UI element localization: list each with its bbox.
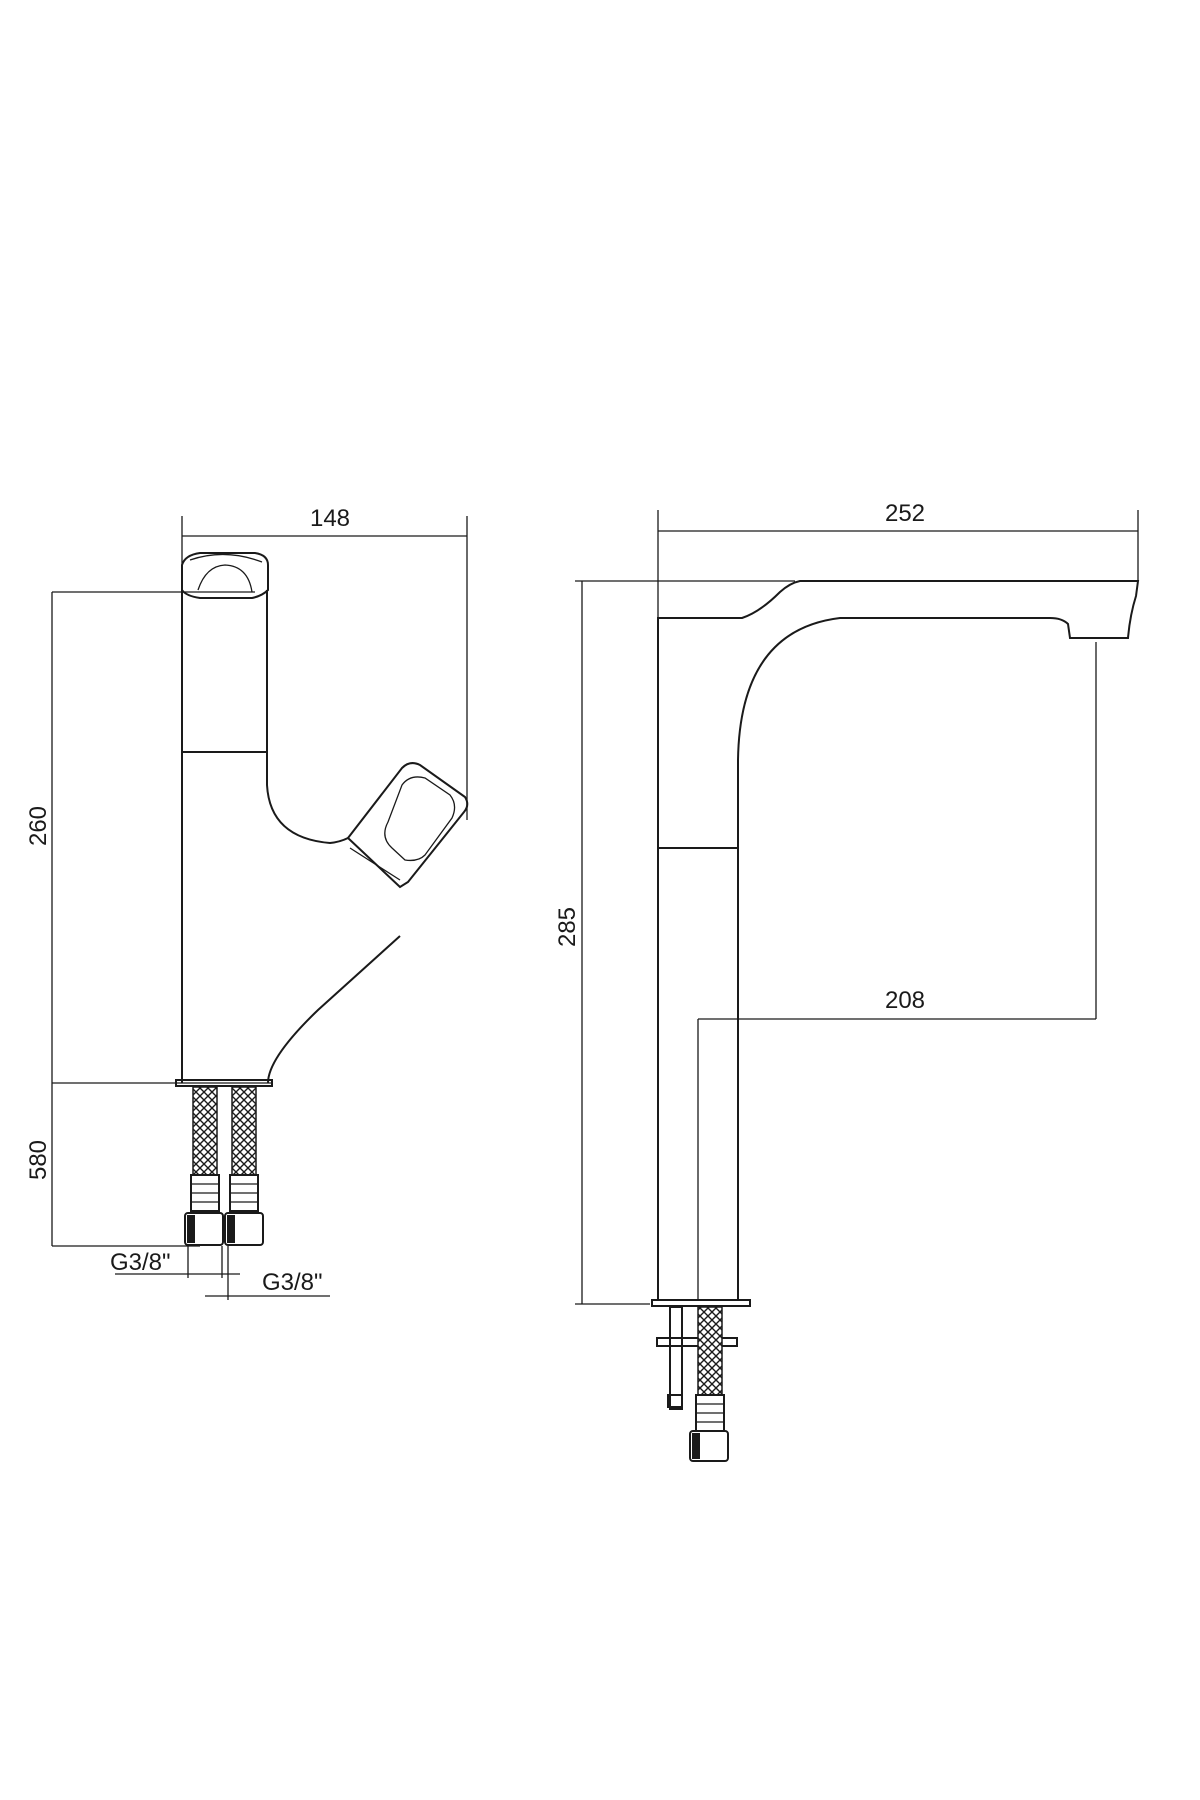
thread-dimensions: G3/8" G3/8" (110, 1246, 330, 1300)
dimension-260: 260 (25, 591, 272, 1084)
dimension-252: 252 (657, 500, 1139, 620)
height-dimension-label: 260 (25, 806, 52, 846)
front-view: 148 260 580 (25, 505, 469, 1300)
faucet-body-side (651, 580, 1140, 1307)
reach-dimension-label: 252 (885, 500, 925, 527)
dimension-148: 148 (181, 505, 468, 820)
spout-reach-dimension-label: 208 (885, 987, 925, 1014)
hose-length-dimension-label: 580 (25, 1140, 52, 1180)
faucet-body-front (175, 552, 469, 1087)
dimension-208: 208 (697, 642, 1097, 1300)
dimension-580: 580 (25, 1083, 200, 1247)
height-dimension-label: 285 (554, 907, 581, 947)
hoses-front (184, 1086, 264, 1246)
hoses-side (656, 1306, 738, 1462)
thread-right-label: G3/8" (262, 1269, 323, 1296)
width-dimension-label: 148 (310, 505, 350, 532)
side-view: 252 285 208 (554, 500, 1140, 1462)
dimension-285: 285 (554, 580, 795, 1305)
thread-left-label: G3/8" (110, 1249, 171, 1276)
